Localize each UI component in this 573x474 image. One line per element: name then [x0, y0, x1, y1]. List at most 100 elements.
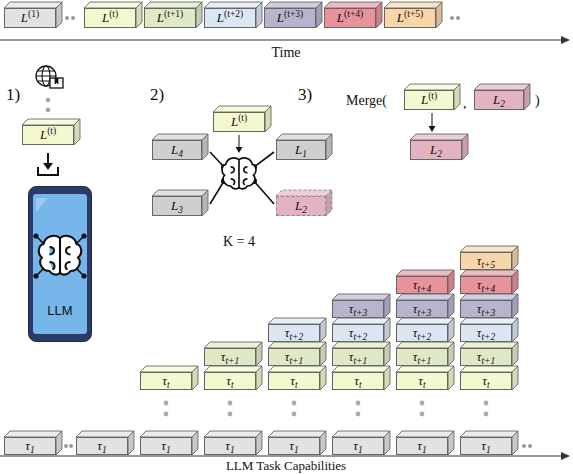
ellipsis-dot — [484, 412, 489, 417]
block-side-face — [462, 134, 468, 160]
axis-label: LLM Task Capabilities — [226, 459, 346, 473]
block-side-face — [448, 270, 454, 294]
block-side-face — [448, 318, 454, 342]
layer-label: L4 — [171, 143, 183, 157]
layer-label: τt — [162, 374, 169, 388]
layer-block: L(t) — [213, 112, 265, 132]
layer-block: L(1) — [4, 8, 56, 28]
layer-label: τt — [290, 374, 297, 388]
block-side-face — [320, 366, 326, 390]
block-side-face — [512, 318, 518, 342]
block-side-face — [128, 431, 134, 455]
input-arrowhead — [236, 147, 243, 153]
layer-block: τt — [140, 372, 192, 390]
adapter-link — [210, 152, 224, 167]
layer-block: L4 — [152, 140, 202, 160]
layer-block: L(t+3) — [264, 8, 316, 28]
layer-label: τ1 — [481, 439, 490, 453]
ellipsis-dot — [420, 412, 425, 417]
layer-label: L(t+1) — [157, 11, 183, 25]
layer-block: L2 — [410, 140, 462, 160]
layer-block: L2 — [474, 90, 524, 110]
layer-block: τt+1 — [396, 348, 448, 366]
step-number: 3) — [298, 86, 312, 105]
layer-label: τt+3 — [349, 302, 367, 316]
ellipsis-dot — [164, 412, 169, 417]
layer-label: τ1 — [161, 439, 170, 453]
layer-label: τt+2 — [349, 326, 367, 340]
phone-screen — [33, 194, 87, 334]
adapter-link — [254, 152, 274, 167]
block-side-face — [192, 366, 198, 390]
block-side-face — [448, 431, 454, 455]
layer-label: L(t) — [102, 11, 118, 25]
layer-block: τ1 — [396, 437, 448, 455]
block-side-face — [202, 134, 208, 160]
layer-block: τ1 — [204, 437, 256, 455]
layer-label: τt — [354, 374, 361, 388]
layer-label: τt+2 — [477, 326, 495, 340]
phone-outline — [28, 186, 92, 342]
block-side-face — [320, 431, 326, 455]
phone-device: LLM — [28, 186, 92, 342]
block-side-face — [136, 2, 142, 28]
ellipsis-dot — [292, 412, 297, 417]
connector-arrowhead — [429, 126, 436, 132]
layer-label: τ1 — [353, 439, 362, 453]
block-side-face — [56, 431, 62, 455]
axis-arrowhead — [561, 452, 570, 460]
layer-label: τt+1 — [477, 350, 495, 364]
ellipsis-dot — [46, 98, 51, 103]
layer-block: τt+3 — [396, 300, 448, 318]
layer-label: L(t+4) — [337, 11, 363, 25]
ellipsis-dot — [71, 16, 75, 20]
block-side-face — [256, 2, 262, 28]
adapter-link — [210, 181, 224, 204]
layer-label: τ1 — [417, 439, 426, 453]
layer-block: τt+1 — [204, 348, 256, 366]
layer-label: τ1 — [97, 439, 106, 453]
adapter-link — [254, 181, 274, 204]
layer-label: τt+4 — [477, 278, 495, 292]
layer-block: τ1 — [76, 437, 128, 455]
neuron-dot — [33, 273, 38, 278]
ellipsis-dot — [356, 401, 361, 406]
layer-label: τt+1 — [221, 350, 239, 364]
phone-body — [29, 187, 92, 342]
ellipsis-dot — [456, 16, 460, 20]
layer-label: τ1 — [25, 439, 34, 453]
layer-block: τt — [460, 372, 512, 390]
layer-block: τt — [396, 372, 448, 390]
brain-outline — [222, 158, 256, 189]
layer-label: L2 — [430, 143, 442, 157]
layer-block: τt+2 — [268, 324, 320, 342]
block-side-face — [512, 431, 518, 455]
axis-arrowhead — [561, 36, 570, 44]
block-side-face — [448, 294, 454, 318]
block-side-face — [524, 84, 530, 110]
block-side-face — [256, 342, 262, 366]
block-side-face — [320, 342, 326, 366]
layer-label: L(t) — [231, 115, 247, 129]
block-side-face — [320, 318, 326, 342]
block-side-face — [454, 84, 460, 110]
layer-label: τt+3 — [413, 302, 431, 316]
layer-label: τt+2 — [413, 326, 431, 340]
layer-block: L(t+1) — [144, 8, 196, 28]
layer-label: L3 — [171, 199, 183, 213]
block-side-face — [384, 294, 390, 318]
layer-block: τt+1 — [460, 348, 512, 366]
brain-icon — [39, 236, 81, 275]
layer-label: τt+1 — [285, 350, 303, 364]
layer-label: L2 — [295, 199, 307, 213]
layer-label: τ1 — [225, 439, 234, 453]
ellipsis-dot — [292, 401, 297, 406]
layer-block: L(t) — [404, 90, 454, 110]
capability-axis — [0, 456, 562, 457]
ellipsis-dot — [164, 401, 169, 406]
layer-label: τt+1 — [349, 350, 367, 364]
layer-label: L1 — [295, 143, 307, 157]
layer-label: L(1) — [21, 11, 39, 25]
block-side-face — [512, 294, 518, 318]
layer-label: τt — [226, 374, 233, 388]
